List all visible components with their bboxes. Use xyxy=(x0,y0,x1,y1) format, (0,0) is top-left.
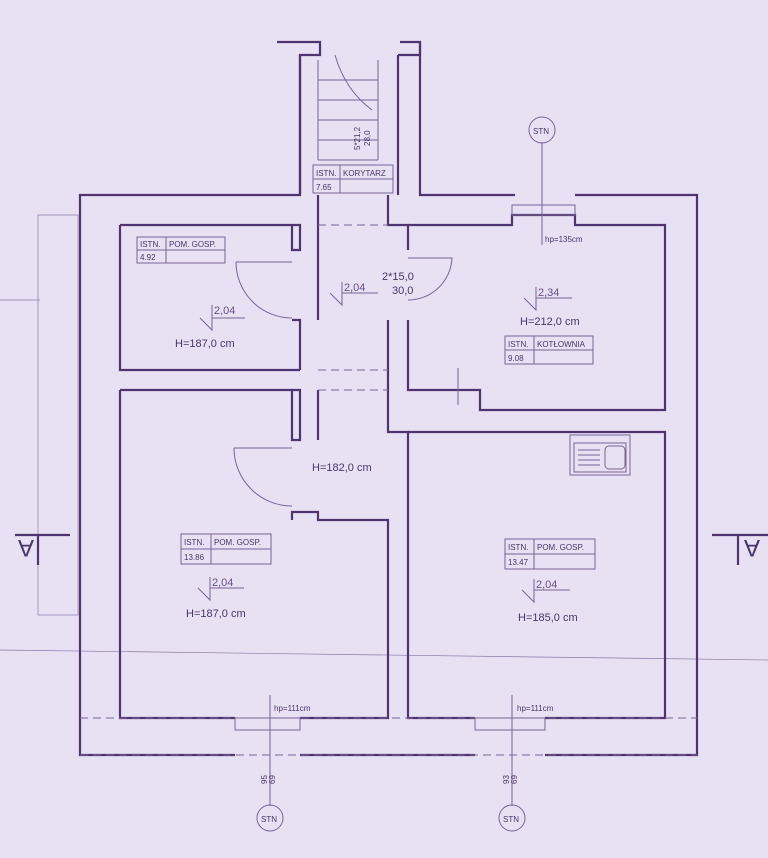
window-marker-bottom-right: STN hp=111cm 93 69 xyxy=(498,695,554,832)
rooms-0-name-text: KORYTARZ xyxy=(343,169,386,178)
rooms-2-level-text: 2,34 xyxy=(538,287,559,299)
windows-1-size_b-text: 69 xyxy=(268,775,277,784)
rooms-2-area-text: 9.08 xyxy=(508,354,524,363)
rooms-1-code-text: ISTN. xyxy=(140,240,160,249)
rooms-2-height-text: H=212,0 cm xyxy=(520,316,580,328)
windows-1-size_a-text: 95 xyxy=(260,775,269,784)
corridor-height-text: H=182,0 cm xyxy=(312,462,372,474)
rooms-1-area-text: 4.92 xyxy=(140,253,156,262)
room-label-pom-gosp-3: ISTN. POM. GOSP. 13.47 2,04 H=185,0 cm xyxy=(504,538,596,624)
rooms-2-code-text: ISTN. xyxy=(508,340,528,349)
windows-2-sill-text: hp=111cm xyxy=(517,704,554,713)
room-label-pom-gosp-1: ISTN. POM. GOSP. 4.92 2,04 H=187,0 cm xyxy=(136,236,245,350)
room-label-pom-gosp-2: ISTN. POM. GOSP. 13.86 2,04 H=187,0 cm xyxy=(180,533,272,620)
rooms-1-name-text: POM. GOSP. xyxy=(169,240,216,249)
rooms-0-code-text: ISTN. xyxy=(316,169,336,178)
walls xyxy=(78,40,699,757)
windows-0-sill-text: hp=135cm xyxy=(545,235,583,244)
rooms-3-area-text: 13.86 xyxy=(184,553,205,562)
stairs: 5*21,2 28,0 xyxy=(317,54,379,161)
corridor-level-text: 2,04 xyxy=(344,282,365,294)
background-faint-lines xyxy=(0,214,768,661)
rooms-3-height-text: H=187,0 cm xyxy=(186,608,246,620)
section-marker-right: A xyxy=(712,533,768,565)
windows-2-tag-text: STN xyxy=(503,815,519,824)
section-label-text: A xyxy=(744,534,760,561)
sink-icon xyxy=(569,434,631,476)
windows-0-tag-text: STN xyxy=(533,127,549,136)
windows-1-sill-text: hp=111cm xyxy=(274,704,311,713)
step-line2-text: 30,0 xyxy=(392,285,413,297)
rooms-4-name-text: POM. GOSP. xyxy=(537,543,584,552)
corridor-labels: 2,04 H=182,0 cm 2*15,0 30,0 xyxy=(312,271,414,474)
rooms-1-level-text: 2,04 xyxy=(214,305,235,317)
rooms-3-name-text: POM. GOSP. xyxy=(214,538,261,547)
rooms-4-area-text: 13.47 xyxy=(508,558,529,567)
windows-1-tag-text: STN xyxy=(261,815,277,824)
rooms-0-area-text: 7.65 xyxy=(316,183,332,192)
rooms-4-height-text: H=185,0 cm xyxy=(518,612,578,624)
windows-2-size_b-text: 69 xyxy=(510,775,519,784)
step-line1-text: 2*15,0 xyxy=(382,271,414,283)
room-label-korytarz: ISTN. KORYTARZ 7.65 xyxy=(312,164,394,194)
rooms-4-code-text: ISTN. xyxy=(508,543,528,552)
stairs-dimension-2: 28,0 xyxy=(363,130,372,146)
windows-2-size_a-text: 93 xyxy=(502,775,511,784)
window-marker-top: STN hp=135cm xyxy=(528,116,583,245)
section-label-text: A xyxy=(18,534,34,561)
doors xyxy=(233,257,459,507)
section-marker-left: A xyxy=(15,533,70,565)
rooms-3-code-text: ISTN. xyxy=(184,538,204,547)
rooms-4-level-text: 2,04 xyxy=(536,579,557,591)
rooms-3-level-text: 2,04 xyxy=(212,577,233,589)
stairs-dimension: 5*21,2 xyxy=(353,126,362,150)
room-label-kotlownia: 2,34 H=212,0 cm ISTN. KOTŁOWNIA 9.08 xyxy=(504,287,594,365)
rooms-1-height-text: H=187,0 cm xyxy=(175,338,235,350)
window-marker-bottom-left: STN hp=111cm 95 69 xyxy=(256,695,311,832)
rooms-2-name-text: KOTŁOWNIA xyxy=(537,340,586,349)
